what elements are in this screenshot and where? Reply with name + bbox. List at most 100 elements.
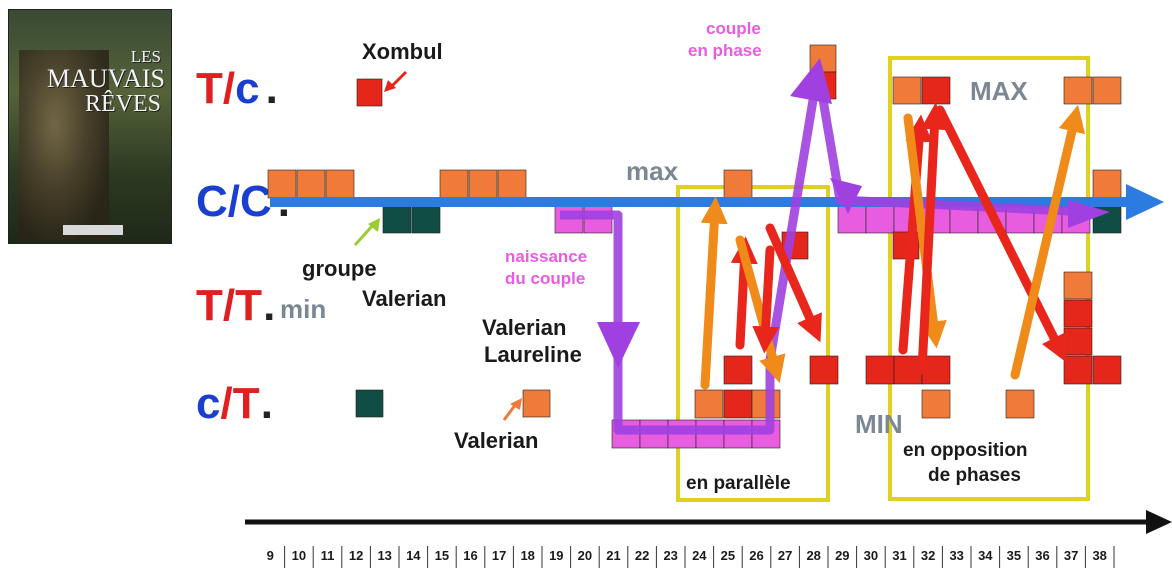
label-xombul: Xombul <box>362 39 443 64</box>
label-min-upper: MIN <box>855 409 903 439</box>
label-max: max <box>626 156 679 186</box>
cell <box>865 204 895 234</box>
row-ct-dot: . <box>261 379 273 428</box>
label-naissance-1: naissance <box>505 247 587 266</box>
cover-title-line2: MAUVAIS <box>47 64 165 93</box>
row-tt-left: T <box>196 281 223 330</box>
row-tc-slash: / <box>223 64 235 113</box>
label-couple-phase-1: couple <box>706 19 761 38</box>
opposition-arrows <box>898 102 1086 380</box>
page-number-38: 38 <box>1092 548 1106 563</box>
cover-title-line3: RÊVES <box>84 91 161 117</box>
cell <box>497 169 527 199</box>
cell <box>325 169 355 199</box>
label-naissance-2: du couple <box>505 269 585 288</box>
cover-title-line1: LES <box>130 47 161 66</box>
page-number-31: 31 <box>892 548 906 563</box>
page-number-29: 29 <box>835 548 849 563</box>
label-max-upper: MAX <box>970 76 1028 106</box>
page-number-14: 14 <box>406 548 421 563</box>
label-couple-phase-2: en phase <box>688 41 762 60</box>
page-number-32: 32 <box>921 548 935 563</box>
label-valerian-group: Valerian <box>362 286 446 311</box>
row-label-tt: T/T. <box>196 281 275 330</box>
row-cc-slash: / <box>228 177 240 226</box>
page-number-12: 12 <box>349 548 363 563</box>
label-opposition-2: de phases <box>928 465 1021 486</box>
label-valerian-single: Valerian <box>454 428 538 453</box>
page-number-28: 28 <box>806 548 820 563</box>
row-tc-dot: . <box>266 64 278 113</box>
album-cover: LES MAUVAIS RÊVES <box>8 9 172 244</box>
page-number-19: 19 <box>549 548 563 563</box>
page-number-9: 9 <box>267 548 274 563</box>
page-number-33: 33 <box>949 548 963 563</box>
cell <box>723 355 753 385</box>
groupe-pointer-head <box>368 218 380 232</box>
cell <box>296 169 326 199</box>
page-number-21: 21 <box>606 548 620 563</box>
page-number-15: 15 <box>435 548 449 563</box>
timeline-axis-arrowhead <box>1146 510 1172 534</box>
xombul-pointer-head <box>384 80 396 92</box>
cell <box>892 76 922 105</box>
couple-arrow-right <box>1068 200 1110 228</box>
page-number-16: 16 <box>463 548 477 563</box>
row-ct-slash: / <box>220 379 232 428</box>
row-cc-left: C <box>196 177 228 226</box>
cell <box>1063 355 1093 385</box>
cell <box>411 204 441 234</box>
page-number-37: 37 <box>1064 548 1078 563</box>
row-label-ct: c/T. <box>196 379 273 428</box>
cell <box>468 169 498 199</box>
page-number-27: 27 <box>778 548 792 563</box>
page-number-34: 34 <box>978 548 993 563</box>
cell <box>1063 327 1093 356</box>
cell <box>439 169 469 199</box>
couple-arrow-down <box>597 322 640 368</box>
label-valerian-laureline-1: Valerian <box>482 315 566 340</box>
page-number-20: 20 <box>578 548 592 563</box>
page-number-24: 24 <box>692 548 707 563</box>
couple-path <box>560 65 1091 435</box>
page-number-13: 13 <box>377 548 391 563</box>
cell <box>1092 76 1122 105</box>
cell <box>921 76 951 105</box>
row-tt-right: T <box>235 281 262 330</box>
cell <box>893 355 923 385</box>
row-ct-left: c <box>196 379 220 428</box>
label-groupe: groupe <box>302 256 377 281</box>
page-number-26: 26 <box>749 548 763 563</box>
row-label-tc: T/c. <box>196 64 278 113</box>
page-number-17: 17 <box>492 548 506 563</box>
cell <box>355 389 384 418</box>
page-number-30: 30 <box>864 548 878 563</box>
valerian-pointer <box>502 403 518 421</box>
max-line-arrowhead <box>1126 184 1164 220</box>
page-number-10: 10 <box>292 548 306 563</box>
cell <box>723 169 753 199</box>
row-tc-right: c <box>235 64 259 113</box>
frame-parallel <box>676 185 830 502</box>
cell <box>865 355 895 385</box>
label-en-parallele: en parallèle <box>686 473 791 494</box>
page-number-18: 18 <box>520 548 534 563</box>
cell <box>1063 76 1093 105</box>
page-number-11: 11 <box>321 548 335 563</box>
row-tc-left: T <box>196 64 223 113</box>
page-number-23: 23 <box>663 548 677 563</box>
row-tt-dot: . <box>263 281 275 330</box>
cell <box>1063 299 1093 328</box>
page-number-22: 22 <box>635 548 649 563</box>
cell <box>694 389 724 419</box>
cell <box>522 389 551 418</box>
cell <box>837 204 867 234</box>
cell <box>1092 169 1122 199</box>
label-min: min <box>280 294 326 324</box>
cover-illustration <box>19 50 109 240</box>
row-tt-slash: / <box>223 281 235 330</box>
cell <box>1092 355 1122 385</box>
parallel-arrows <box>700 196 822 390</box>
